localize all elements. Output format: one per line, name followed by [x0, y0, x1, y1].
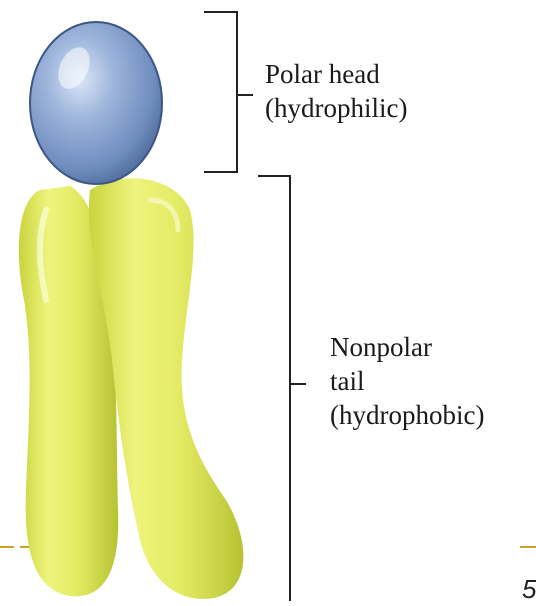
nonpolar-tail-label-line3: (hydrophobic) — [330, 398, 484, 432]
page-number: 5 — [522, 574, 536, 605]
head-sphere — [30, 22, 162, 184]
polar-head-label: Polar head (hydrophilic) — [265, 57, 407, 125]
nonpolar-tail-label-line1: Nonpolar — [330, 330, 484, 364]
bracket-nonpolar-tail — [258, 176, 306, 601]
bracket-polar-head — [204, 12, 253, 172]
polar-head-label-line1: Polar head — [265, 57, 407, 91]
polar-head — [30, 22, 162, 184]
polar-head-label-line2: (hydrophilic) — [265, 91, 407, 125]
nonpolar-tails — [19, 178, 244, 599]
nonpolar-tail-label-line2: tail — [330, 364, 484, 398]
nonpolar-tail-label: Nonpolar tail (hydrophobic) — [330, 330, 484, 432]
